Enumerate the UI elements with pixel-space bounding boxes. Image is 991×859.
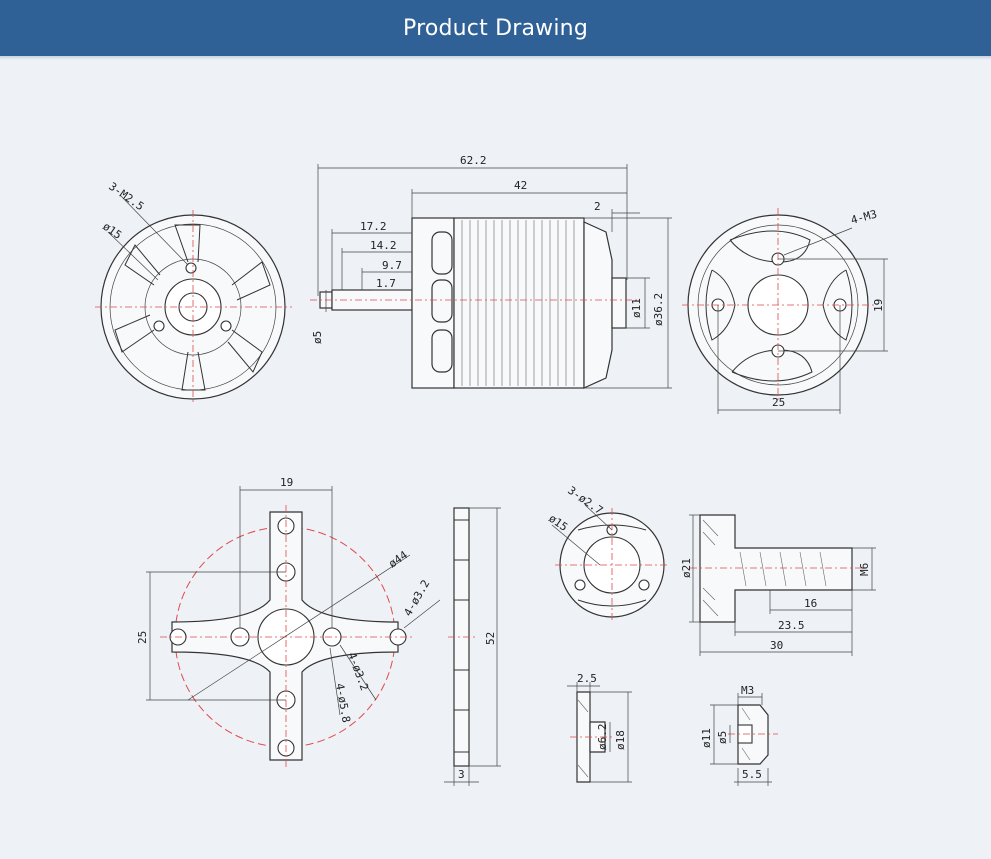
shaft-len3: 30 [770, 639, 783, 652]
plate-side-view: 52 3 [444, 507, 501, 786]
nut: M3 ø11 ø5 5.5 [700, 684, 778, 786]
adapter-pcd-label: ø15 [546, 512, 570, 534]
front-holes-label: 3-M2.5 [106, 180, 146, 213]
nut-thread: M3 [741, 684, 754, 697]
rear-view: 4-M3 19 25 [682, 207, 888, 414]
dim-body-length: 42 [514, 179, 527, 192]
front-view: 3-M2.5 ø15 [95, 180, 292, 404]
plate-thickness: 3 [458, 768, 465, 781]
dim-shaft-dia: ø5 [311, 331, 324, 344]
washer-outer-dia: ø18 [614, 730, 627, 750]
prop-adapter-front: 3-ø2.7 ø15 [546, 484, 670, 622]
washer-inner-dia: ø6.2 [596, 724, 609, 751]
plate-outer-holes: 4-ø3.2 [401, 578, 432, 619]
side-view: 62.2 42 2 17.2 14.2 9.7 1.7 ø5 ø11 ø36.2 [310, 154, 672, 389]
dim-shaft-14: 14.2 [370, 239, 397, 252]
dim-shaft-1: 1.7 [376, 277, 396, 290]
plate-center-hole: 4-ø5.8 [333, 682, 353, 723]
adapter-holes-label: 3-ø2.7 [565, 484, 605, 517]
washer: 2.5 ø6.2 ø18 [567, 672, 632, 783]
nut-dia2: ø5 [716, 731, 729, 744]
rear-spacing-v: 19 [872, 299, 885, 312]
prop-shaft: ø21 M6 16 23.5 30 [680, 514, 876, 656]
rear-holes-label: 4-M3 [849, 207, 878, 226]
plate-inner-holes: 4-ø3.2 [345, 651, 371, 693]
page-title: Product Drawing [402, 15, 588, 41]
plate-height: 25 [136, 631, 149, 644]
rear-spacing-h: 25 [772, 396, 785, 409]
shaft-len2: 23.5 [778, 619, 805, 632]
dim-shaft-9: 9.7 [382, 259, 402, 272]
dim-boss-dia: ø11 [630, 298, 643, 318]
plate-width: 19 [280, 476, 293, 489]
plate-side-height: 52 [484, 632, 497, 645]
header-shadow [0, 56, 991, 60]
front-pcd-label: ø15 [100, 220, 124, 242]
plate-circle-dia: ø44 [386, 548, 410, 570]
dim-overall-length: 62.2 [460, 154, 487, 167]
shaft-len1: 16 [804, 597, 817, 610]
shaft-dia: ø21 [680, 558, 693, 578]
shaft-thread: M6 [858, 563, 871, 576]
nut-dia1: ø11 [700, 728, 713, 748]
dim-shaft-17: 17.2 [360, 220, 387, 233]
dim-body-dia: ø36.2 [652, 293, 665, 326]
header-bar: Product Drawing [0, 0, 991, 56]
dim-rear-offset: 2 [594, 200, 601, 213]
nut-length: 5.5 [742, 768, 762, 781]
washer-thickness: 2.5 [577, 672, 597, 685]
mount-plate: 19 25 ø44 4-ø3.2 4-ø3.2 4-ø5.8 [136, 476, 441, 770]
